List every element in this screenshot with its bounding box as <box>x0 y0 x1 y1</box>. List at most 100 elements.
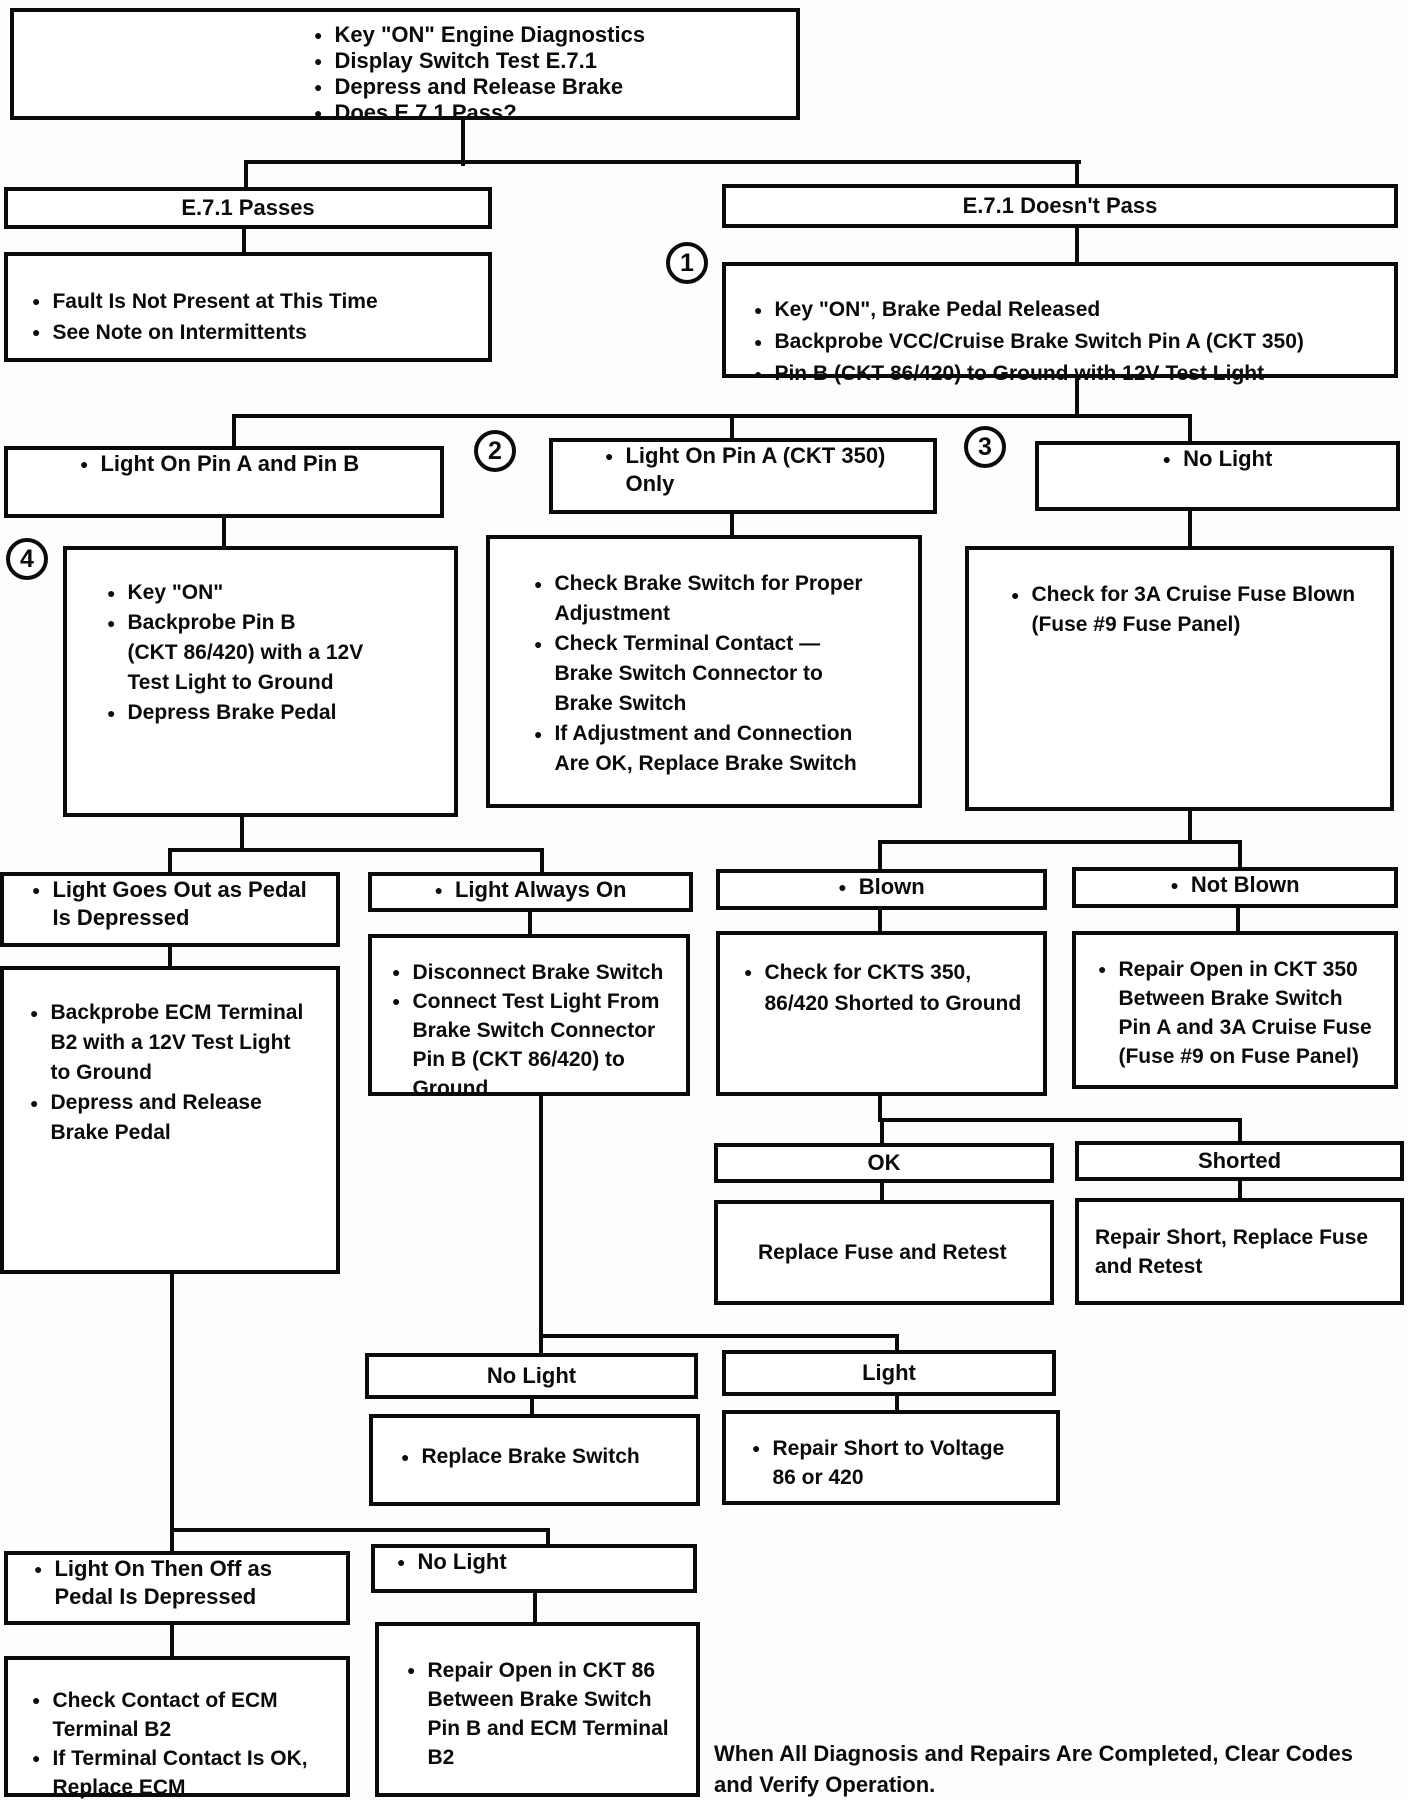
flow-node-fails-header: E.7.1 Doesn't Pass <box>722 184 1398 228</box>
connector-line <box>1075 226 1079 265</box>
list-item-text: Check Brake Switch for Proper Adjustment <box>554 572 863 625</box>
connector-line <box>1075 376 1079 418</box>
list-item: See Note on Intermittents <box>32 317 488 348</box>
list-item: Pin B (CKT 86/420) to Ground with 12V Te… <box>754 358 1394 390</box>
list-item-text: Backprobe VCC/Cruise Brake Switch Pin A … <box>774 330 1304 353</box>
list-item-text: Pin B (CKT 86/420) to Ground with 12V Te… <box>774 362 1265 385</box>
list-item-text: Check for CKTS 350, 86/420 Shorted to Gr… <box>764 961 1022 1015</box>
connector-line <box>730 414 734 441</box>
flow-node-start: Key "ON" Engine Diagnostics Display Swit… <box>10 8 800 125</box>
flow-node-passes-result: Fault Is Not Present at This Time See No… <box>4 252 492 362</box>
flow-node-repair-short-fuse: Repair Short, Replace Fuse and Retest <box>1075 1198 1404 1305</box>
flow-node-fails-step: Key "ON", Brake Pedal Released Backprobe… <box>722 262 1398 385</box>
list-item: Disconnect Brake Switch <box>392 958 682 987</box>
node-label: No Light <box>486 1363 577 1388</box>
list-item: Depress Brake Pedal <box>107 698 440 728</box>
flow-node-shorted-header: Shorted <box>1075 1141 1404 1181</box>
step-badge-label: 4 <box>20 544 34 573</box>
list-item-text: Depress and Release Brake <box>334 74 624 99</box>
connector-line <box>895 1334 899 1353</box>
flow-node-light-header: Light <box>722 1350 1056 1396</box>
list-item: Key "ON", Brake Pedal Released <box>754 294 1394 326</box>
step-badge-2: 2 <box>474 430 516 472</box>
connector-line <box>222 516 226 549</box>
connector-line <box>1075 160 1079 188</box>
node-label: Shorted <box>1197 1148 1282 1173</box>
list-item-text: Fault Is Not Present at This Time <box>52 290 378 313</box>
connector-line <box>1238 1118 1242 1144</box>
connector-line <box>546 1528 550 1544</box>
footer-note: When All Diagnosis and Repairs Are Compl… <box>714 1741 1353 1797</box>
connector-line <box>170 1528 174 1551</box>
flow-node-ecm-backprobe-step: Backprobe ECM Terminal B2 with a 12V Tes… <box>0 966 340 1274</box>
connector-line <box>730 512 734 538</box>
connector-line <box>242 227 246 255</box>
list-item: Repair Open in CKT 86 Between Brake Swit… <box>407 1656 692 1772</box>
connector-line <box>168 945 172 969</box>
flow-node-no-light2-header: No Light <box>365 1353 698 1399</box>
list-item: Display Switch Test E.7.1 <box>314 48 796 74</box>
flow-node-brake-switch-check: Check Brake Switch for Proper Adjustment… <box>486 535 922 808</box>
list-item: Backprobe VCC/Cruise Brake Switch Pin A … <box>754 326 1394 358</box>
flow-node-key-on-step: Key "ON" Backprobe Pin B (CKT 86/420) wi… <box>63 546 458 817</box>
node-label: No Light <box>1183 446 1273 471</box>
connector-line <box>244 160 248 191</box>
connector-line <box>170 1528 550 1532</box>
list-item-text: Check Terminal Contact — Brake Switch Co… <box>554 632 823 715</box>
list-item: Backprobe Pin B (CKT 86/420) with a 12V … <box>107 608 440 698</box>
connector-line <box>880 1118 884 1146</box>
connector-line <box>240 815 244 852</box>
list-item: Fault Is Not Present at This Time <box>32 286 488 317</box>
flow-node-repair-open-350: Repair Open in CKT 350 Between Brake Swi… <box>1072 931 1398 1089</box>
node-label: Light <box>862 1360 916 1385</box>
list-item-text: Does E.7.1 Pass? <box>334 100 517 125</box>
connector-line <box>878 908 882 934</box>
list-item: Check for CKTS 350, 86/420 Shorted to Gr… <box>744 957 1039 1019</box>
connector-line <box>540 848 544 875</box>
list-item: Depress and Release Brake Pedal <box>30 1088 330 1148</box>
list-item-text: Depress Brake Pedal <box>127 701 337 724</box>
list-item-text: Check Contact of ECM Terminal B2 <box>52 1689 278 1741</box>
list-item-text: Display Switch Test E.7.1 <box>334 48 597 73</box>
node-label: Light Goes Out as Pedal Is Depressed <box>52 877 307 930</box>
node-label: E.7.1 Doesn't Pass <box>962 193 1158 218</box>
step-badge-label: 2 <box>488 436 502 465</box>
node-label: No Light <box>417 1549 507 1574</box>
connector-line <box>880 1118 1242 1122</box>
list-item: If Adjustment and Connection Are OK, Rep… <box>534 719 908 779</box>
list-item-text: Backprobe Pin B (CKT 86/420) with a 12V … <box>127 611 364 694</box>
connector-line <box>539 1334 543 1356</box>
list-item: Check Terminal Contact — Brake Switch Co… <box>534 629 908 719</box>
list-item: Connect Test Light From Brake Switch Con… <box>392 987 682 1103</box>
list-item: Does E.7.1 Pass? <box>314 100 796 126</box>
node-label: Not Blown <box>1190 872 1300 897</box>
step-badge-label: 3 <box>978 432 992 461</box>
flow-node-light-a-b-header: Light On Pin A and Pin B <box>4 446 444 518</box>
flow-node-light-goes-out-header: Light Goes Out as Pedal Is Depressed <box>0 872 340 947</box>
flow-node-disconnect-step: Disconnect Brake Switch Connect Test Lig… <box>368 934 690 1100</box>
step-badge-4: 4 <box>6 538 48 580</box>
flow-node-repair-short-voltage: Repair Short to Voltage 86 or 420 <box>722 1410 1060 1505</box>
list-item-text: If Terminal Contact Is OK, Replace ECM <box>52 1747 308 1799</box>
connector-line <box>1188 414 1192 444</box>
node-label: Replace Fuse and Retest <box>758 1240 1007 1264</box>
step-badge-label: 1 <box>680 248 694 277</box>
connector-line <box>168 848 172 875</box>
connector-line <box>878 840 1242 844</box>
list-item-text: Key "ON", Brake Pedal Released <box>774 298 1101 321</box>
node-label: Light On Then Off as Pedal Is Depressed <box>54 1556 273 1609</box>
step-badge-1: 1 <box>666 242 708 284</box>
connector-line <box>878 1094 882 1122</box>
list-item: Backprobe ECM Terminal B2 with a 12V Tes… <box>30 998 330 1088</box>
connector-line <box>232 414 236 449</box>
connector-line <box>461 118 465 166</box>
flow-node-replace-fuse: Replace Fuse and Retest <box>714 1200 1054 1305</box>
list-item: Check Brake Switch for Proper Adjustment <box>534 569 908 629</box>
connector-line <box>1188 809 1192 844</box>
connector-line <box>168 848 544 852</box>
flow-node-not-blown-header: Not Blown <box>1072 867 1398 908</box>
list-item: Check Contact of ECM Terminal B2 <box>32 1686 342 1744</box>
list-item-text: Repair Open in CKT 86 Between Brake Swit… <box>427 1659 669 1769</box>
connector-line <box>528 910 532 937</box>
connector-line <box>1188 509 1192 549</box>
